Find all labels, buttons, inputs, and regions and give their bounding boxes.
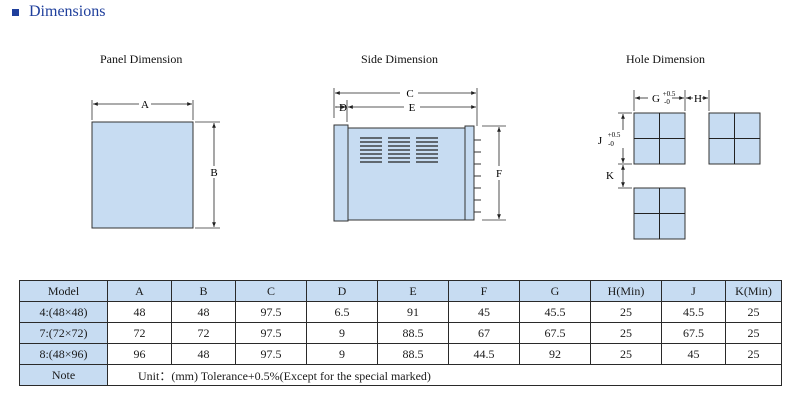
- col-header-c: C: [235, 280, 307, 302]
- table-cell: 25: [590, 301, 662, 323]
- col-header-model: Model: [19, 280, 108, 302]
- side-housing: [347, 127, 466, 221]
- col-header-h-min: H(Min): [590, 280, 662, 302]
- table-cell: 72: [107, 322, 172, 344]
- note-label: Note: [19, 364, 108, 386]
- table-cell: 48: [171, 343, 236, 365]
- table-cell: 91: [377, 301, 449, 323]
- table-cell: 48: [171, 301, 236, 323]
- table-cell: 44.5: [448, 343, 520, 365]
- table-cell: 25: [590, 322, 662, 344]
- model-cell: 7:(72×72): [19, 322, 108, 344]
- j-tol-minus: -0: [608, 140, 614, 148]
- dimensions-table: Model A B C D E F G H(Min) J K(Min) 4:(4…: [19, 280, 782, 386]
- table-cell: 97.5: [235, 301, 307, 323]
- dim-label-a: A: [141, 99, 149, 111]
- table-cell: 97.5: [235, 343, 307, 365]
- table-cell: 72: [171, 322, 236, 344]
- col-header-b: B: [171, 280, 236, 302]
- table-cell: 45: [661, 343, 726, 365]
- table-row: 7:(72×72) 72 72 97.5 9 88.5 67 67.5 25 6…: [19, 322, 782, 344]
- dim-label-c: C: [406, 88, 413, 100]
- dim-label-k: K: [606, 170, 614, 182]
- dim-label-h: H: [694, 93, 702, 105]
- table-cell: 9: [306, 322, 378, 344]
- table-cell: 6.5: [306, 301, 378, 323]
- table-row: 8:(48×96) 96 48 97.5 9 88.5 44.5 92 25 4…: [19, 343, 782, 365]
- table-cell: 67.5: [661, 322, 726, 344]
- table-header-row: Model A B C D E F G H(Min) J K(Min): [19, 280, 782, 302]
- col-header-j: J: [661, 280, 726, 302]
- col-header-f: F: [448, 280, 520, 302]
- note-text: Unit：(mm) Tolerance+0.5%(Except for the …: [107, 364, 782, 386]
- table-cell: 25: [725, 322, 782, 344]
- dim-label-b: B: [210, 167, 217, 179]
- dim-label-g: G: [652, 93, 660, 105]
- table-cell: 88.5: [377, 322, 449, 344]
- table-cell: 25: [725, 301, 782, 323]
- col-header-k-min: K(Min): [725, 280, 782, 302]
- panel-face: [91, 121, 194, 229]
- panel-dimension-drawing: A B: [91, 99, 220, 229]
- g-tol-minus: -0: [664, 98, 670, 106]
- table-cell: 92: [519, 343, 591, 365]
- side-bezel: [333, 124, 349, 222]
- dim-label-d: D: [339, 102, 347, 114]
- col-header-d: D: [306, 280, 378, 302]
- hole-dimension-drawing: G +0.5 -0 H J +0.5 -0 K: [598, 90, 761, 240]
- table-cell: 45: [448, 301, 520, 323]
- table-cell: 96: [107, 343, 172, 365]
- side-dimension-drawing: C D E: [333, 88, 506, 222]
- table-cell: 48: [107, 301, 172, 323]
- table-cell: 25: [590, 343, 662, 365]
- table-cell: 67.5: [519, 322, 591, 344]
- col-header-e: E: [377, 280, 449, 302]
- hole-dimension-caption: Hole Dimension: [626, 52, 705, 66]
- col-header-a: A: [107, 280, 172, 302]
- dim-label-f: F: [496, 168, 502, 180]
- dim-label-e: E: [409, 102, 416, 114]
- table-cell: 25: [725, 343, 782, 365]
- table-cell: 67: [448, 322, 520, 344]
- col-header-g: G: [519, 280, 591, 302]
- terminal-pins: [474, 139, 481, 213]
- square-bullet-icon: [12, 8, 19, 16]
- terminal-block: [464, 125, 475, 221]
- table-cell: 45.5: [519, 301, 591, 323]
- table-cell: 9: [306, 343, 378, 365]
- table-row: 4:(48×48) 48 48 97.5 6.5 91 45 45.5 25 4…: [19, 301, 782, 323]
- model-cell: 4:(48×48): [19, 301, 108, 323]
- panel-dimension-caption: Panel Dimension: [100, 52, 183, 66]
- table-cell: 45.5: [661, 301, 726, 323]
- table-cell: 88.5: [377, 343, 449, 365]
- note-row: Note Unit：(mm) Tolerance+0.5%(Except for…: [19, 364, 782, 386]
- model-cell: 8:(48×96): [19, 343, 108, 365]
- dim-label-j: J: [598, 135, 603, 147]
- g-tol-plus: +0.5: [663, 90, 676, 98]
- side-vents: [360, 137, 438, 163]
- side-dimension-caption: Side Dimension: [361, 52, 438, 66]
- table-cell: 97.5: [235, 322, 307, 344]
- j-tol-plus: +0.5: [608, 131, 621, 139]
- section-title: Dimensions: [29, 3, 106, 20]
- dimension-drawings: A B C D E: [91, 88, 761, 240]
- section-heading: Dimensions: [12, 2, 105, 22]
